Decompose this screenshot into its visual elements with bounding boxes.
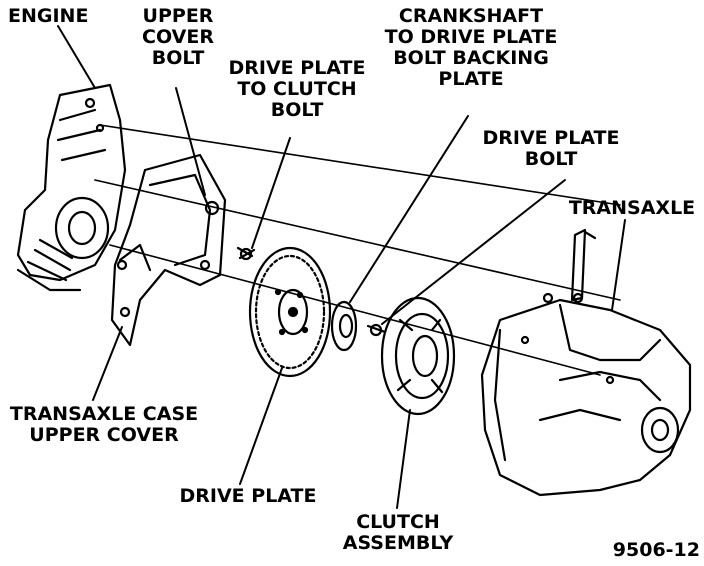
label-crankshaft-line-4: PLATE: [438, 68, 504, 90]
label-drive-plate-to-clutch-bolt-line-2: TO CLUTCH: [237, 78, 357, 100]
label-drive-plate-to-clutch-bolt-line-1: DRIVE PLATE: [228, 57, 366, 79]
label-drive-plate-to-clutch-bolt-line-3: BOLT: [270, 99, 324, 121]
label-drive-plate-line-1: DRIVE PLATE: [179, 485, 317, 507]
label-transaxle-case-upper-cover-line-2: UPPER COVER: [29, 424, 179, 446]
transaxle-housing: [480, 228, 692, 497]
label-upper-cover-bolt: UPPER COVER BOLT: [128, 6, 228, 69]
label-engine: ENGINE: [8, 6, 88, 27]
label-transaxle-line-1: TRANSAXLE: [568, 197, 696, 219]
label-crankshaft-line-2: TO DRIVE PLATE: [384, 26, 558, 48]
label-clutch-assembly-line-2: ASSEMBLY: [342, 532, 454, 554]
label-engine-line-1: ENGINE: [8, 5, 89, 27]
bolts: [236, 246, 387, 337]
label-transaxle-case-upper-cover-line-1: TRANSAXLE CASE: [9, 403, 199, 425]
leader-lines: [57, 25, 626, 509]
label-upper-cover-bolt-line-2: COVER: [142, 26, 214, 48]
drive-plate-disc: [248, 246, 332, 378]
label-transaxle-case-upper-cover: TRANSAXLE CASE UPPER COVER: [6, 404, 202, 446]
label-drive-plate-bolt: DRIVE PLATE BOLT: [478, 128, 624, 170]
upper-cover: [110, 153, 227, 347]
figure-id: 9506-12: [608, 540, 700, 561]
label-drive-plate-bolt-line-1: DRIVE PLATE: [482, 127, 620, 149]
clutch-assembly-disc: [380, 296, 456, 416]
label-clutch-assembly-line-1: CLUTCH: [356, 511, 440, 533]
label-upper-cover-bolt-line-3: BOLT: [151, 47, 205, 69]
label-crankshaft-line-1: CRANKSHAFT: [398, 5, 544, 27]
label-clutch-assembly: CLUTCH ASSEMBLY: [338, 512, 458, 554]
label-crankshaft-backing-plate: CRANKSHAFT TO DRIVE PLATE BOLT BACKING P…: [378, 6, 564, 90]
alignment-lines: [94, 124, 621, 376]
figure-id-text: 9506-12: [612, 539, 700, 561]
label-upper-cover-bolt-line-1: UPPER: [142, 5, 214, 27]
label-drive-plate-to-clutch-bolt: DRIVE PLATE TO CLUTCH BOLT: [222, 58, 372, 121]
label-drive-plate: DRIVE PLATE: [178, 486, 318, 507]
label-transaxle: TRANSAXLE: [568, 198, 696, 219]
label-crankshaft-line-3: BOLT BACKING: [393, 47, 549, 69]
backing-plate-ring: [330, 300, 358, 352]
label-drive-plate-bolt-line-2: BOLT: [524, 148, 578, 170]
engine-block: [16, 83, 127, 292]
